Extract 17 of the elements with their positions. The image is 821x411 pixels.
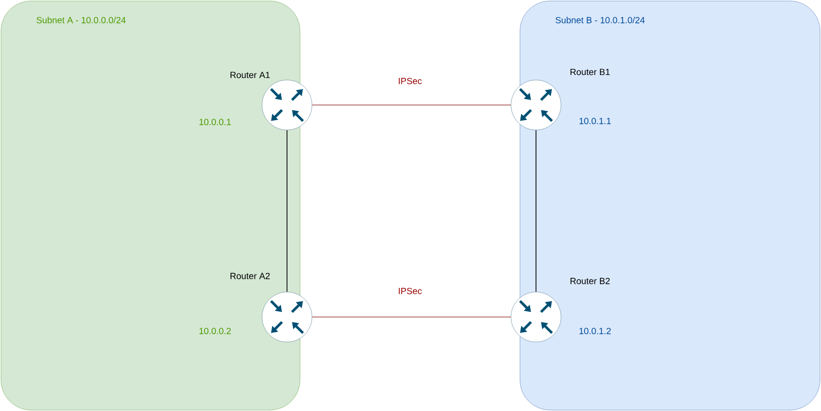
- connector-line: [312, 104, 512, 106]
- ip-address: 10.0.0.2: [200, 328, 231, 334]
- edge-label: IPSec: [397, 286, 423, 296]
- router-icon: [510, 80, 562, 130]
- ip-address: 10.0.1.1: [580, 118, 611, 124]
- connector-line: [312, 316, 512, 318]
- ip-address: 10.0.1.2: [580, 328, 611, 334]
- router-label: Router B2: [570, 278, 610, 284]
- router-icon: [262, 292, 312, 342]
- ip-address: 10.0.0.1: [200, 118, 231, 126]
- router-label: Router B1: [570, 68, 610, 76]
- edge-label: IPSec: [397, 76, 423, 86]
- router-icon: [510, 292, 562, 342]
- connector-line: [286, 130, 288, 292]
- router-label: Router A1: [230, 72, 270, 78]
- router-icon: [262, 80, 312, 130]
- router-label: Router A2: [230, 272, 270, 280]
